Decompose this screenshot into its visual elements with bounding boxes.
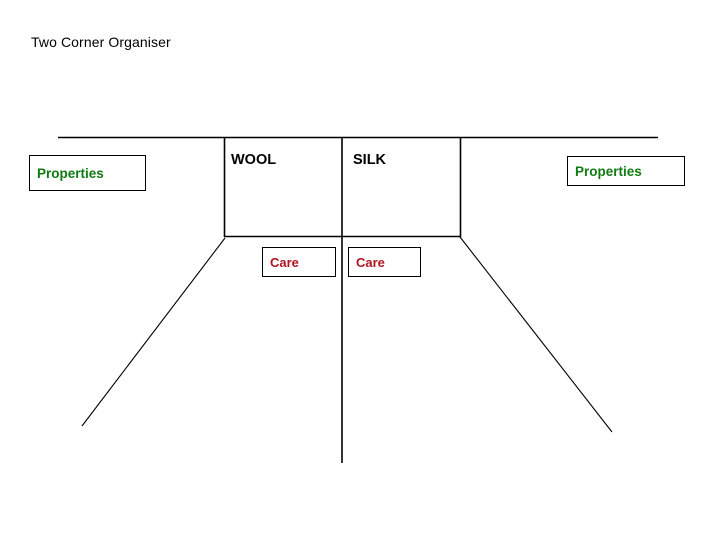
properties-label-right: Properties [575, 163, 642, 179]
right-diagonal-line [459, 236, 613, 433]
care-box-silk[interactable]: Care [348, 247, 421, 277]
properties-box-left[interactable]: Properties [29, 155, 146, 191]
care-label-silk: Care [356, 254, 385, 270]
properties-box-right[interactable]: Properties [567, 156, 685, 186]
left-diagonal-line [81, 237, 226, 427]
care-label-wool: Care [270, 254, 299, 270]
column-header-silk: SILK [353, 152, 387, 168]
properties-label-left: Properties [37, 165, 104, 181]
page-title: Two Corner Organiser [31, 34, 171, 50]
column-header-wool: WOOL [231, 152, 277, 168]
care-box-wool[interactable]: Care [262, 247, 336, 277]
